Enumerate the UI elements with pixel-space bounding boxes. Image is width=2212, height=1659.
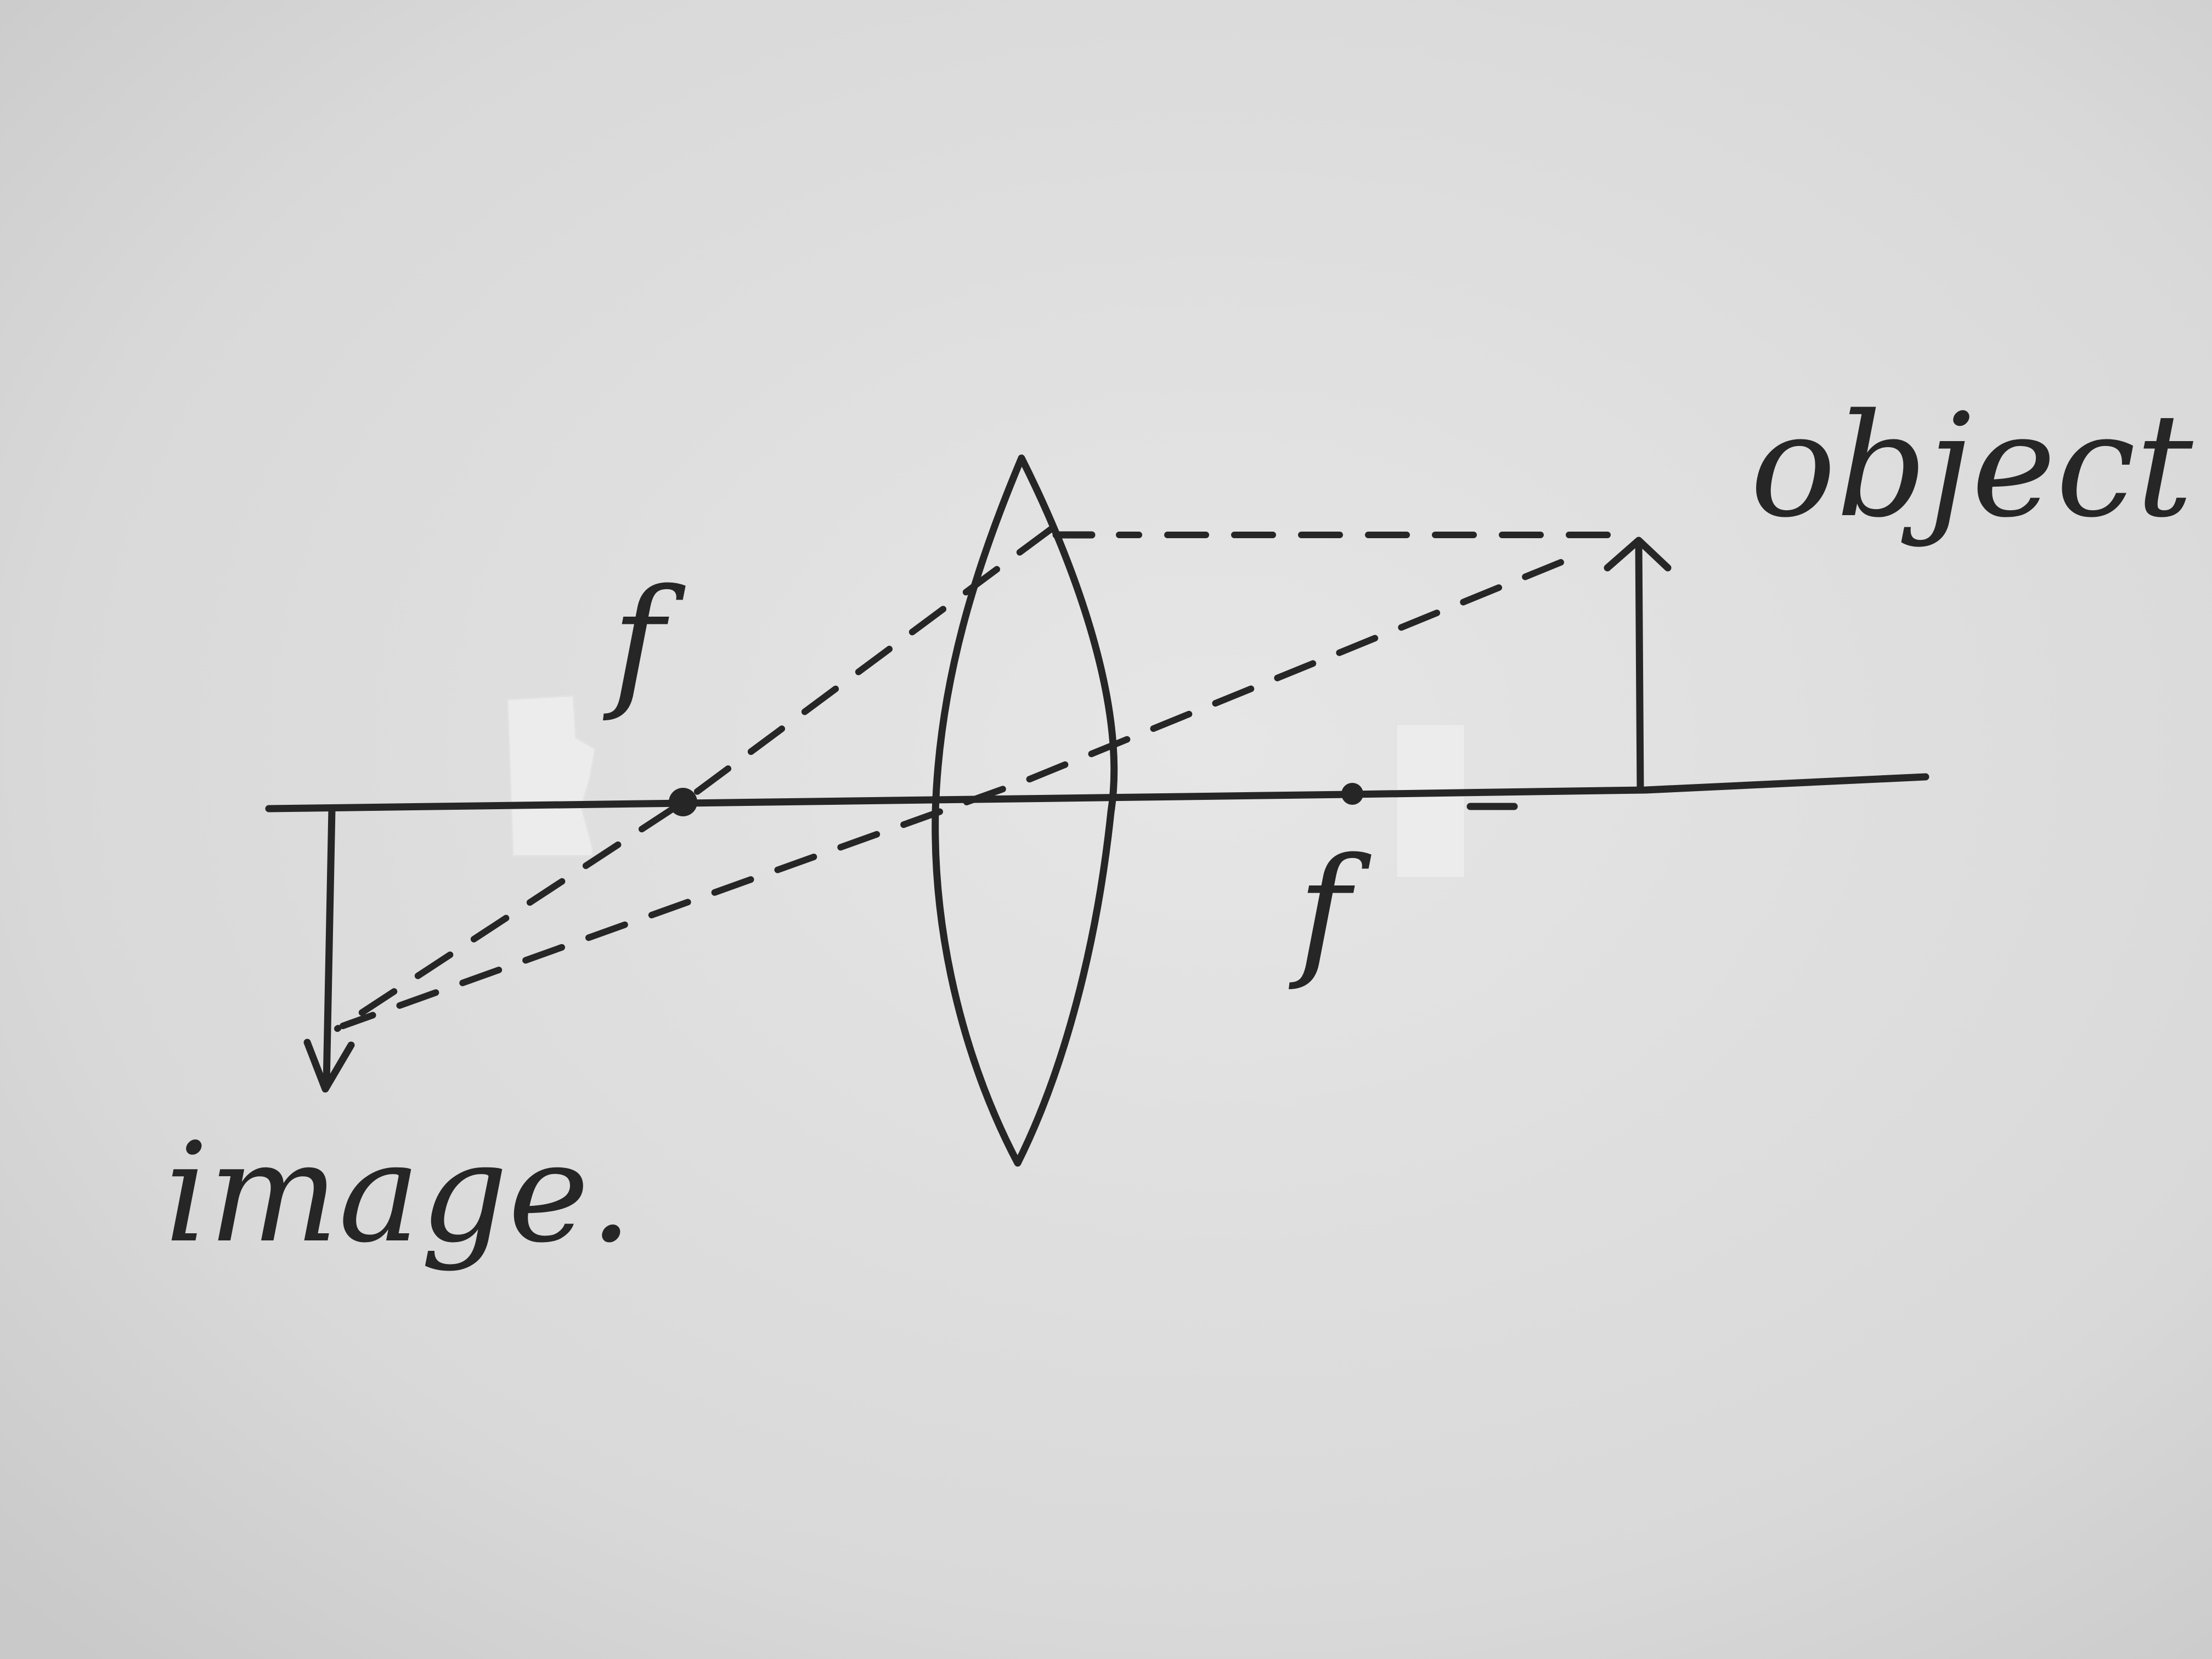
focal-point-right bbox=[1341, 783, 1363, 805]
image-arrow bbox=[323, 805, 336, 1087]
image-arrowhead bbox=[303, 1039, 355, 1093]
object-arrowhead bbox=[1604, 537, 1672, 572]
tape-right bbox=[1395, 723, 1466, 879]
ray-through-focus bbox=[334, 526, 1054, 1032]
object-label: object bbox=[1750, 383, 2193, 549]
focal-label-right: f bbox=[1297, 828, 1351, 994]
tape-left bbox=[506, 695, 596, 857]
image-label: image. bbox=[165, 1113, 633, 1273]
converging-lens bbox=[932, 454, 1118, 1167]
object-arrow bbox=[1635, 539, 1644, 794]
focal-label-left: f bbox=[612, 559, 665, 725]
